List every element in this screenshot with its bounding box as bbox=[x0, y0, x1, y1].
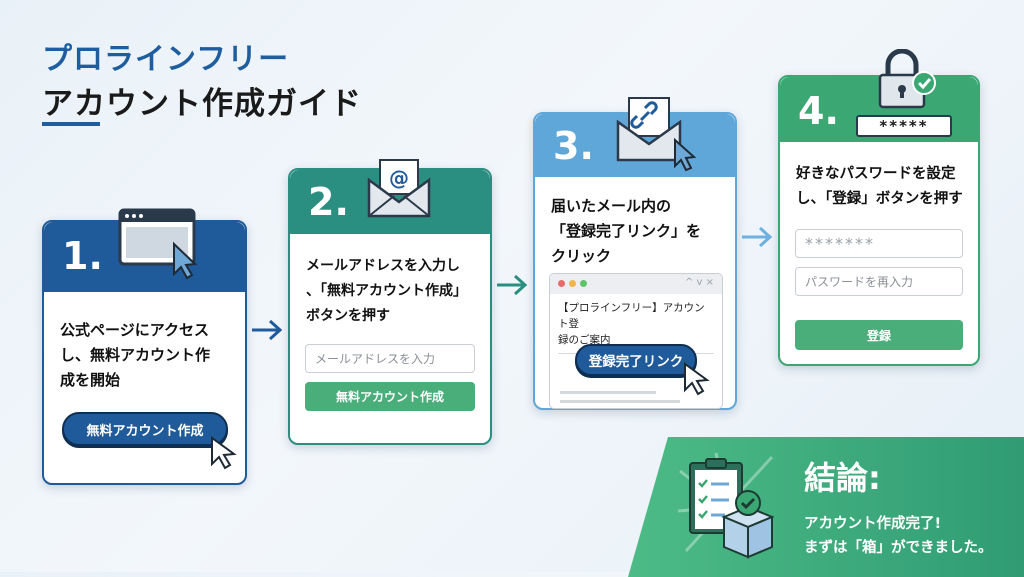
register-button[interactable]: 登録 bbox=[795, 320, 963, 350]
arrow-right-icon bbox=[742, 226, 773, 248]
step-4-number: 4. bbox=[798, 89, 839, 133]
step-4-description: 好きなパスワードを設定 し、「登録」ボタンを押す bbox=[796, 162, 966, 212]
conclusion-line1: アカウント作成完了! bbox=[804, 516, 942, 532]
mail-window-titlebar: ^ v × bbox=[550, 274, 722, 294]
step-3-card: 3. 届いたメール内の 「登録完了リンク」を クリック ^ v × 【プロライン… bbox=[533, 97, 737, 410]
step-1-text-line: 公式ページにアクセス bbox=[60, 321, 209, 339]
step-3-text-line: 届いたメール内の bbox=[551, 197, 672, 215]
step-3-text-line: 「登録完了リンク」を bbox=[551, 222, 702, 240]
step-1-card: 1. 公式ページにアクセス し、無料アカウント作 成を開始 無料アカウント作成 bbox=[42, 208, 247, 485]
step-1-text-line: し、無料アカウント作 bbox=[60, 346, 211, 364]
title-line2: アカウント作成ガイド bbox=[42, 86, 362, 122]
step-3-description: 届いたメール内の 「登録完了リンク」を クリック bbox=[551, 194, 723, 269]
step-2-text-line: ボタンを押す bbox=[306, 308, 390, 324]
email-at-icon: @ bbox=[367, 159, 431, 218]
browser-window-icon bbox=[118, 208, 198, 280]
step-3-number: 3. bbox=[553, 124, 594, 168]
conclusion-heading: 結論: bbox=[804, 459, 881, 497]
step-4-card: 4. ***** 好きなパスワードを設定 し、「登録」ボタンを押す ******… bbox=[778, 49, 980, 366]
confirm-password-input[interactable]: パスワードを再入力 bbox=[795, 267, 963, 296]
step-3-text-line: クリック bbox=[551, 247, 612, 265]
maximize-dot-icon bbox=[580, 280, 587, 287]
step-2-text-line: 、「無料アカウント作成」 bbox=[306, 283, 467, 299]
step-1-text-line: 成を開始 bbox=[60, 371, 121, 389]
arrow-right-icon bbox=[252, 319, 283, 341]
conclusion-line2: まずは「箱」ができました。 bbox=[804, 540, 993, 556]
arrow-right-icon bbox=[497, 274, 528, 296]
step-4-text-line: 好きなパスワードを設定 bbox=[796, 166, 956, 182]
step-2-description: メールアドレスを入力し 、「無料アカウント作成」 ボタンを押す bbox=[306, 254, 478, 329]
minimize-dot-icon bbox=[569, 280, 576, 287]
clipboard-box-check-icon bbox=[677, 452, 775, 559]
free-account-create-button[interactable]: 無料アカウント作成 bbox=[62, 412, 228, 446]
step-2-card: 2. @ メールアドレスを入力し 、「無料アカウント作成」 ボタンを押す メール… bbox=[288, 159, 492, 445]
mail-subject-line: 録のご案内 bbox=[558, 334, 611, 346]
step-1-number: 1. bbox=[62, 234, 103, 278]
title-line1: プロラインフリー bbox=[42, 42, 290, 77]
mail-subject-line: 【プロラインフリー】アカウント登 bbox=[558, 302, 705, 330]
cursor-icon bbox=[684, 362, 710, 396]
step-1-description: 公式ページにアクセス し、無料アカウント作 成を開始 bbox=[60, 318, 233, 393]
password-input[interactable]: ******* bbox=[795, 229, 963, 258]
window-controls[interactable]: ^ v × bbox=[684, 277, 714, 288]
padlock-icon bbox=[878, 49, 936, 109]
cursor-icon bbox=[211, 436, 237, 470]
title-underline bbox=[42, 122, 100, 126]
step-4-text-line: し、「登録」ボタンを押す bbox=[796, 191, 963, 207]
password-badge: ***** bbox=[856, 115, 952, 137]
email-link-icon bbox=[616, 97, 697, 172]
step-2-number: 2. bbox=[308, 180, 349, 224]
close-dot-icon bbox=[558, 280, 565, 287]
registration-complete-link-button[interactable]: 登録完了リンク bbox=[575, 344, 697, 376]
step-2-text-line: メールアドレスを入力し bbox=[306, 258, 460, 274]
svg-text:@: @ bbox=[389, 166, 409, 190]
conclusion-banner: 結論: アカウント作成完了! まずは「箱」ができました。 bbox=[628, 437, 1024, 577]
free-account-create-button[interactable]: 無料アカウント作成 bbox=[305, 382, 475, 411]
email-input[interactable]: メールアドレスを入力 bbox=[305, 344, 475, 373]
